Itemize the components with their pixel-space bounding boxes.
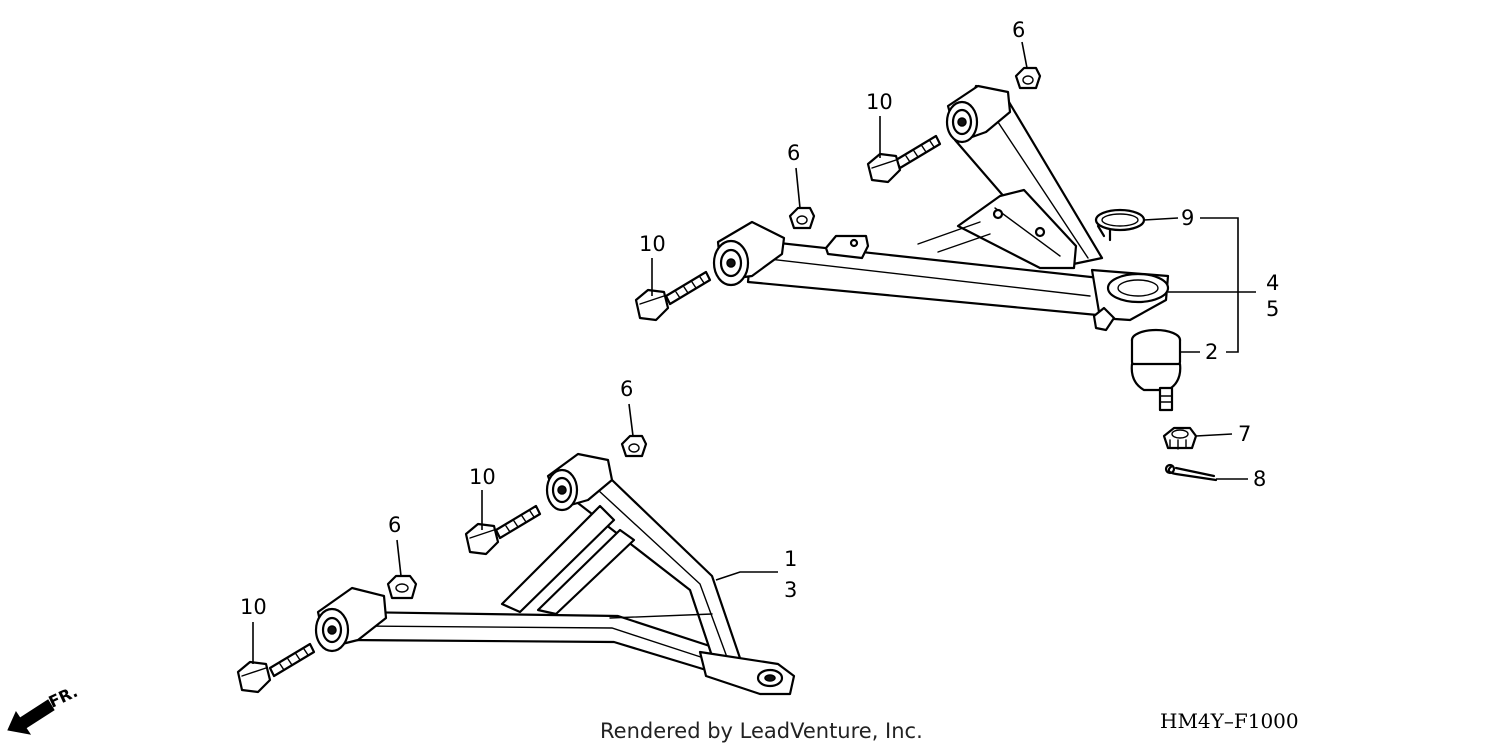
lower-arm[interactable] [314, 452, 796, 696]
flange-nut-upper-rear[interactable] [1014, 66, 1042, 90]
arrow-icon [7, 699, 55, 735]
flange-bolt-upper-rear[interactable] [866, 134, 942, 184]
direction-label: FR. [46, 682, 81, 712]
callout-6-lower-rear: 6 [620, 377, 633, 401]
flange-nut-upper-front[interactable] [788, 206, 816, 230]
callout-10-upper-front: 10 [639, 232, 666, 256]
callout-6-upper-front: 6 [787, 141, 800, 165]
callout-9: 9 [1181, 206, 1194, 230]
callout-10-upper-rear: 10 [866, 90, 893, 114]
flange-bolt-lower-front[interactable] [236, 642, 316, 694]
callout-8: 8 [1253, 467, 1266, 491]
ball-joint[interactable] [1130, 328, 1182, 412]
front-direction-arrow: FR. [7, 682, 81, 735]
credit-text: Rendered by LeadVenture, Inc. [600, 719, 923, 743]
callout-10-lower-front: 10 [240, 595, 267, 619]
callout-5: 5 [1266, 297, 1279, 321]
callout-6-lower-front: 6 [388, 513, 401, 537]
callout-6-upper-rear: 6 [1012, 18, 1025, 42]
upper-arm[interactable] [712, 84, 1170, 332]
callout-numbers: 6 10 6 10 9 4 5 2 7 8 6 10 6 10 1 3 [240, 18, 1279, 619]
flange-nut-lower-front[interactable] [386, 574, 418, 600]
callout-4: 4 [1266, 271, 1279, 295]
callout-1: 1 [784, 547, 797, 571]
callout-7: 7 [1238, 422, 1251, 446]
callout-10-lower-rear: 10 [469, 465, 496, 489]
leader-lines [252, 41, 1256, 664]
flange-bolt-upper-front[interactable] [634, 270, 712, 322]
flange-bolt-lower-rear[interactable] [464, 504, 542, 556]
flange-nut-lower-rear[interactable] [620, 434, 648, 458]
callout-3: 3 [784, 578, 797, 602]
castle-nut[interactable] [1162, 426, 1198, 450]
callout-2: 2 [1205, 340, 1218, 364]
diagram-code: HM4Y–F1000 [1160, 709, 1299, 733]
cotter-pin[interactable] [1164, 463, 1218, 482]
circlip[interactable] [1094, 208, 1146, 242]
